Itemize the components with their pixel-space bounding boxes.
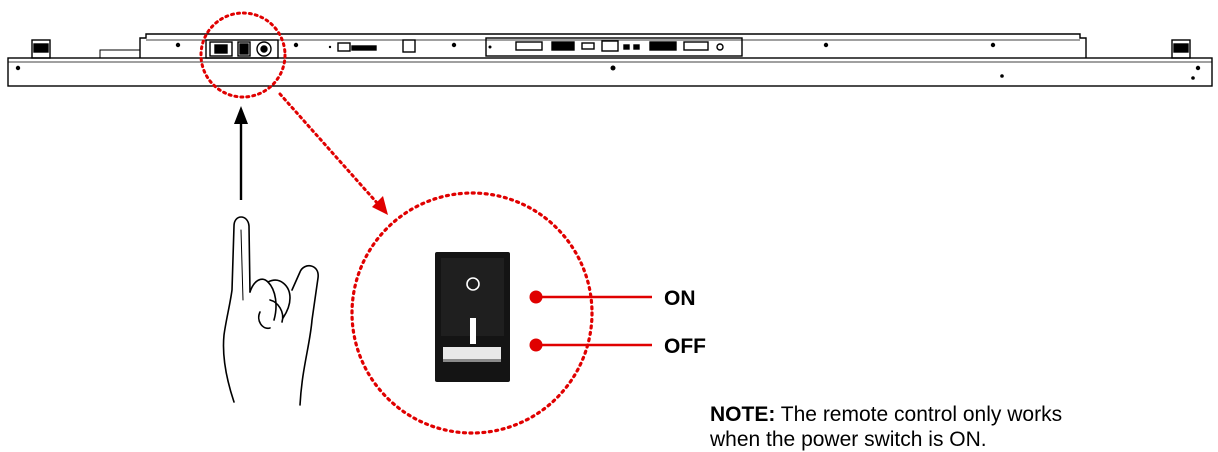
panel-highlight-circle (199, 11, 287, 99)
off-callout (529, 338, 652, 352)
zoom-callout-circle (350, 191, 594, 435)
callout-leader (278, 92, 388, 215)
switch-off-symbol (466, 277, 480, 291)
off-label: OFF (664, 335, 706, 358)
power-switch-diagram: ON OFF NOTE: The remote control only wor… (7, 11, 1213, 451)
note-continuation: when the power switch is ON. (710, 428, 987, 451)
rocker-switch-icon (435, 252, 510, 382)
rear-panel-drawing (7, 33, 1213, 87)
note-body: The remote control only works (780, 403, 1063, 426)
on-callout (529, 290, 652, 304)
note-prefix: NOTE: (710, 403, 776, 426)
on-label: ON (664, 287, 696, 310)
note-text: NOTE: The remote control only works when… (710, 402, 1062, 452)
diagram-canvas (7, 11, 1213, 435)
hand-pointing-icon (222, 216, 319, 406)
up-arrow-icon (234, 106, 248, 200)
switch-on-symbol (470, 318, 476, 344)
